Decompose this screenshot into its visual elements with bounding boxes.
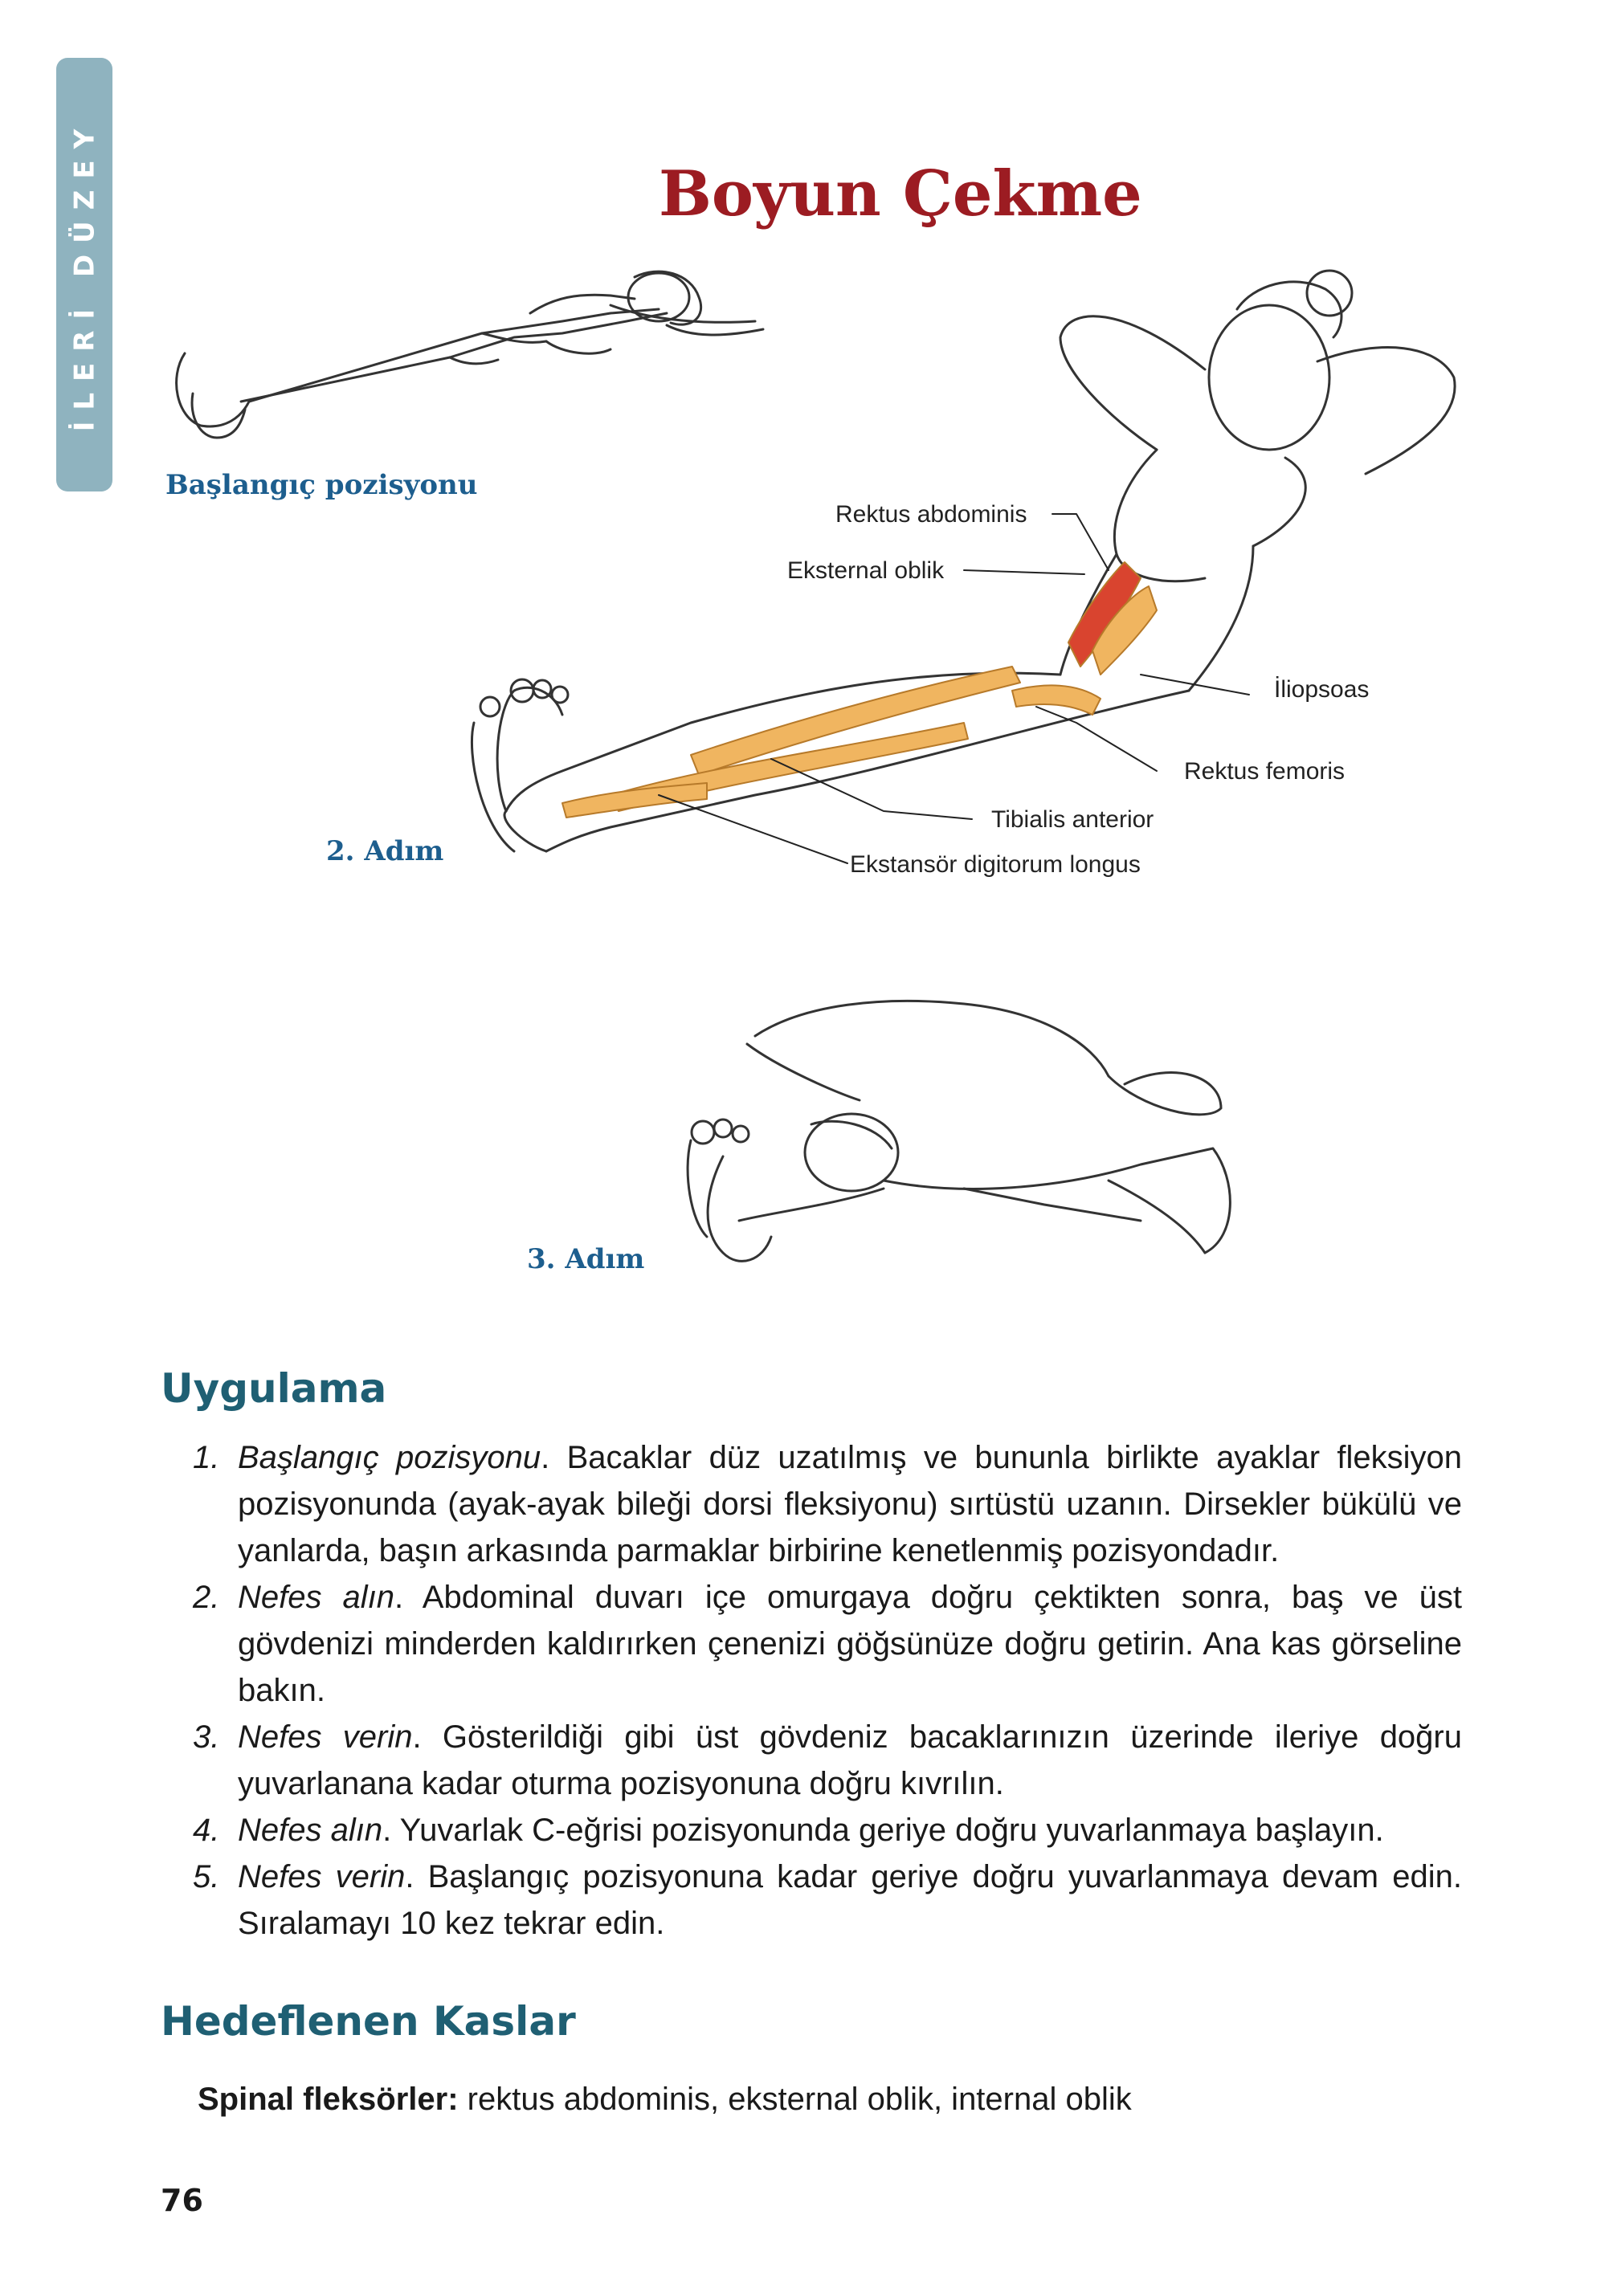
page-number: 76 [161, 2183, 203, 2218]
list-item: 4.Nefes alın. Yuvarlak C-eğrisi pozisyon… [193, 1813, 1384, 1848]
step3-label: 3. Adım [527, 1243, 645, 1275]
label-rektus-femoris: Rektus femoris [1184, 758, 1346, 785]
step3-figure [686, 999, 1231, 1262]
label-ekstansor-digitorum: Ekstansör digitorum longus [850, 851, 1141, 878]
page-title: Boyun Çekme [659, 157, 1142, 230]
label-iliopsoas: İliopsoas [1274, 676, 1370, 703]
side-tab [56, 58, 112, 491]
muscle-highlights [561, 561, 1158, 818]
target-muscles: Spinal fleksörler: rektus abdominis, eks… [198, 2082, 1132, 2118]
target-label: Spinal fleksörler: [198, 2082, 459, 2117]
hedeflenen-heading: Hedeflenen Kaslar [161, 1998, 576, 2045]
target-text: rektus abdominis, eksternal oblik, inter… [458, 2082, 1132, 2117]
list-item: 5.Nefes verin. Başlangıç pozisyonuna kad… [193, 1859, 1462, 1941]
leader-lines [658, 513, 1250, 864]
uygulama-heading: Uygulama [161, 1365, 387, 1412]
step2-figure [471, 269, 1456, 853]
exercise-illustrations [175, 269, 1456, 1262]
list-item: 3.Nefes verin. Gösterildiği gibi üst göv… [193, 1719, 1462, 1801]
label-tibialis-anterior: Tibialis anterior [991, 806, 1154, 833]
label-rektus-abdominis: Rektus abdominis [835, 501, 1027, 528]
steps-list: 1.Başlangıç pozisyonu. Bacaklar düz uzat… [193, 1434, 1462, 1947]
label-eksternal-oblik: Eksternal oblik [787, 557, 945, 584]
start-position-label: Başlangıç pozisyonu [165, 469, 478, 501]
list-item: 2.Nefes alın. Abdominal duvarı içe omurg… [193, 1580, 1462, 1708]
start-position-figure [175, 270, 765, 439]
step2-label: 2. Adım [326, 835, 444, 867]
list-item: 1.Başlangıç pozisyonu. Bacaklar düz uzat… [193, 1440, 1462, 1568]
